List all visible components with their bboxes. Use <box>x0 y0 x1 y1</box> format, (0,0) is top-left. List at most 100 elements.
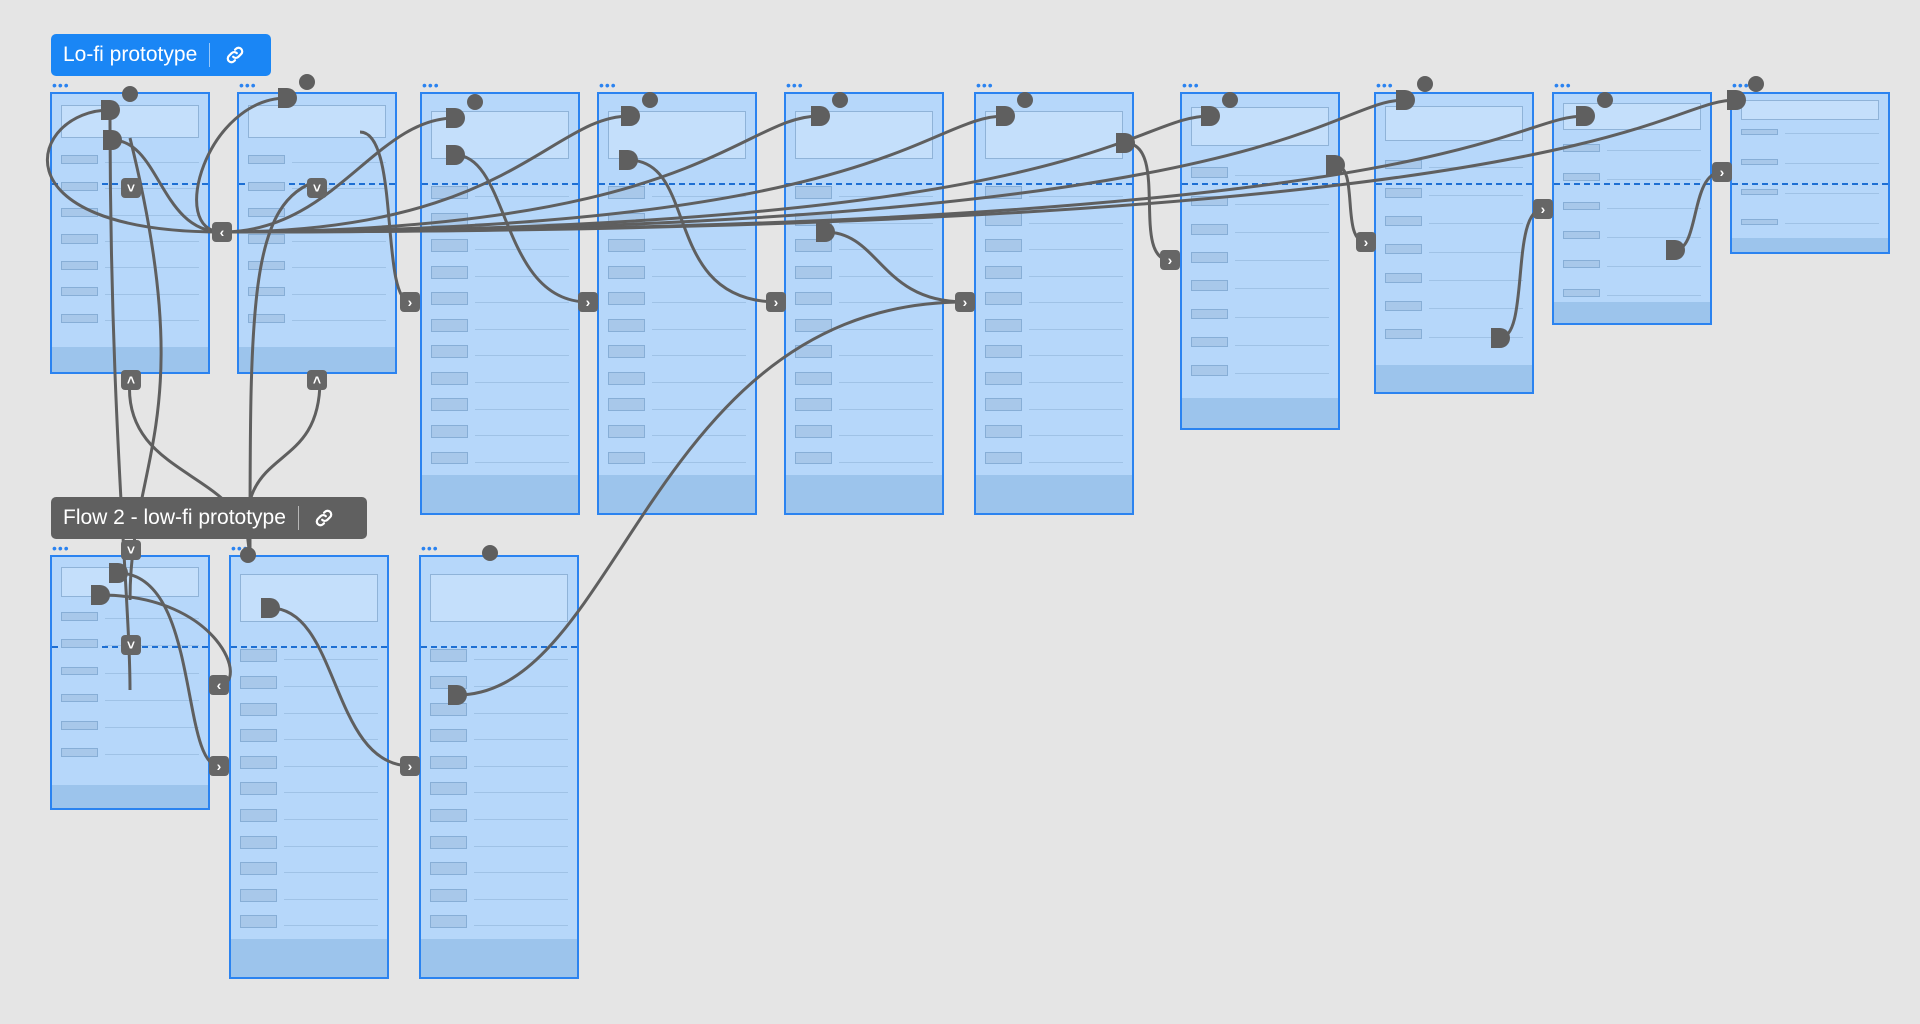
chevron-down-icon[interactable]: ˅ <box>121 635 141 655</box>
wireframe-header-block <box>240 573 378 622</box>
ellipsis-icon[interactable]: ••• <box>231 540 249 556</box>
wireframe-image-placeholder <box>431 292 468 306</box>
wireframe-text-line <box>105 314 199 322</box>
wireframe-text-line <box>1029 398 1123 410</box>
wireframe-text-line <box>475 425 569 437</box>
flow1-screen-5[interactable] <box>784 92 944 515</box>
chevron-right-icon[interactable]: › <box>1533 199 1553 219</box>
wireframe-image-placeholder <box>61 612 98 621</box>
chevron-left-icon[interactable]: ‹ <box>209 675 229 695</box>
wireframe-image-placeholder <box>1385 301 1422 311</box>
wireframe-text-line <box>105 234 199 243</box>
wireframe-footer <box>421 939 577 977</box>
ellipsis-icon[interactable]: ••• <box>1376 77 1394 93</box>
chevron-right-icon[interactable]: › <box>955 292 975 312</box>
wireframe-footer <box>1554 302 1710 323</box>
wireframe-text-line <box>474 676 568 688</box>
wireframe-text-line <box>105 208 199 216</box>
wireframe-image-placeholder <box>240 809 277 822</box>
wireframe-text-line <box>1429 160 1523 168</box>
flow1-screen-3[interactable] <box>420 92 580 515</box>
chevron-left-icon[interactable]: ‹ <box>212 222 232 242</box>
ellipsis-icon[interactable]: ••• <box>1554 77 1572 93</box>
ellipsis-icon[interactable]: ••• <box>421 540 439 556</box>
divider <box>297 506 299 530</box>
wireframe-image-placeholder <box>431 239 468 253</box>
flow1-screen-9[interactable] <box>1552 92 1712 325</box>
wireframe-image-placeholder <box>248 155 285 165</box>
wireframe-image-placeholder <box>795 186 832 200</box>
wireframe-text-line <box>1029 239 1123 251</box>
flow2-screen-2[interactable] <box>229 555 389 979</box>
ellipsis-icon[interactable]: ••• <box>786 77 804 93</box>
ellipsis-icon[interactable]: ••• <box>422 77 440 93</box>
fold-line <box>599 183 755 185</box>
wireframe-text-line <box>1235 252 1329 262</box>
ellipsis-icon[interactable]: ••• <box>52 77 70 93</box>
ellipsis-icon[interactable]: ••• <box>1182 77 1200 93</box>
wireframe-image-placeholder <box>608 451 645 465</box>
link-icon[interactable] <box>309 503 339 533</box>
chevron-right-icon[interactable]: › <box>1356 232 1376 252</box>
flow1-screen-10[interactable] <box>1730 92 1890 254</box>
ellipsis-icon[interactable]: ••• <box>1732 77 1750 93</box>
wireframe-text-line <box>1029 319 1123 330</box>
chevron-down-icon[interactable]: ˅ <box>307 178 327 198</box>
flow1-screen-6[interactable] <box>974 92 1134 515</box>
wireframe-image-placeholder <box>248 313 285 323</box>
wireframe-image-placeholder <box>431 425 468 438</box>
flow-label-flow2[interactable]: Flow 2 - low-fi prototype <box>51 497 367 539</box>
wireframe-image-placeholder <box>1191 364 1228 376</box>
wireframe-image-placeholder <box>985 265 1022 279</box>
wireframe-header-block <box>1385 105 1523 141</box>
wireframe-image-placeholder <box>985 398 1022 412</box>
wireframe-footer <box>422 475 578 513</box>
chevron-right-icon[interactable]: › <box>766 292 786 312</box>
ellipsis-icon[interactable]: ••• <box>599 77 617 93</box>
chevron-up-icon[interactable]: ˄ <box>121 370 141 390</box>
wireframe-image-placeholder <box>1385 159 1422 170</box>
ellipsis-icon[interactable]: ••• <box>976 77 994 93</box>
wireframe-text-line <box>652 292 746 304</box>
wireframe-text-line <box>1029 345 1123 357</box>
wireframe-image-placeholder <box>1563 173 1600 182</box>
wireframe-image-placeholder <box>1191 252 1228 263</box>
flow1-screen-4[interactable] <box>597 92 757 515</box>
wireframe-text-line <box>284 836 378 847</box>
wireframe-image-placeholder <box>608 318 645 332</box>
wireframe-text-line <box>1785 219 1879 224</box>
wireframe-text-line <box>839 239 933 251</box>
flow2-screen-1[interactable] <box>50 555 210 810</box>
wireframe-text-line <box>105 261 199 269</box>
chevron-down-icon[interactable]: ˅ <box>121 540 141 560</box>
wireframe-text-line <box>839 452 933 463</box>
wireframe-header-block <box>608 110 746 159</box>
chevron-right-icon[interactable]: › <box>1160 250 1180 270</box>
flow1-screen-1[interactable] <box>50 92 210 374</box>
wireframe-footer <box>786 475 942 513</box>
link-icon[interactable] <box>220 40 250 70</box>
chevron-up-icon[interactable]: ˄ <box>307 370 327 390</box>
flow1-screen-7[interactable] <box>1180 92 1340 430</box>
flow1-screen-2[interactable] <box>237 92 397 374</box>
wireframe-image-placeholder <box>61 260 98 271</box>
wireframe-footer <box>239 346 395 372</box>
wireframe-image-placeholder <box>608 239 645 253</box>
chevron-right-icon[interactable]: › <box>400 292 420 312</box>
wireframe-image-placeholder <box>240 835 277 849</box>
ellipsis-icon[interactable]: ••• <box>239 77 257 93</box>
ellipsis-icon[interactable]: ••• <box>52 540 70 556</box>
flow2-screen-3[interactable] <box>419 555 579 979</box>
chevron-down-icon[interactable]: ˅ <box>121 178 141 198</box>
flow1-screen-8[interactable] <box>1374 92 1534 394</box>
wireframe-image-placeholder <box>1385 272 1422 283</box>
wireframe-footer <box>976 475 1132 513</box>
chevron-right-icon[interactable]: › <box>1712 162 1732 182</box>
flow-label-lofi[interactable]: Lo-fi prototype <box>51 34 271 76</box>
chevron-right-icon[interactable]: › <box>209 756 229 776</box>
chevron-right-icon[interactable]: › <box>400 756 420 776</box>
wireframe-text-line <box>284 756 378 767</box>
wireframe-image-placeholder <box>795 318 832 332</box>
wireframe-text-line <box>292 314 386 322</box>
chevron-right-icon[interactable]: › <box>578 292 598 312</box>
